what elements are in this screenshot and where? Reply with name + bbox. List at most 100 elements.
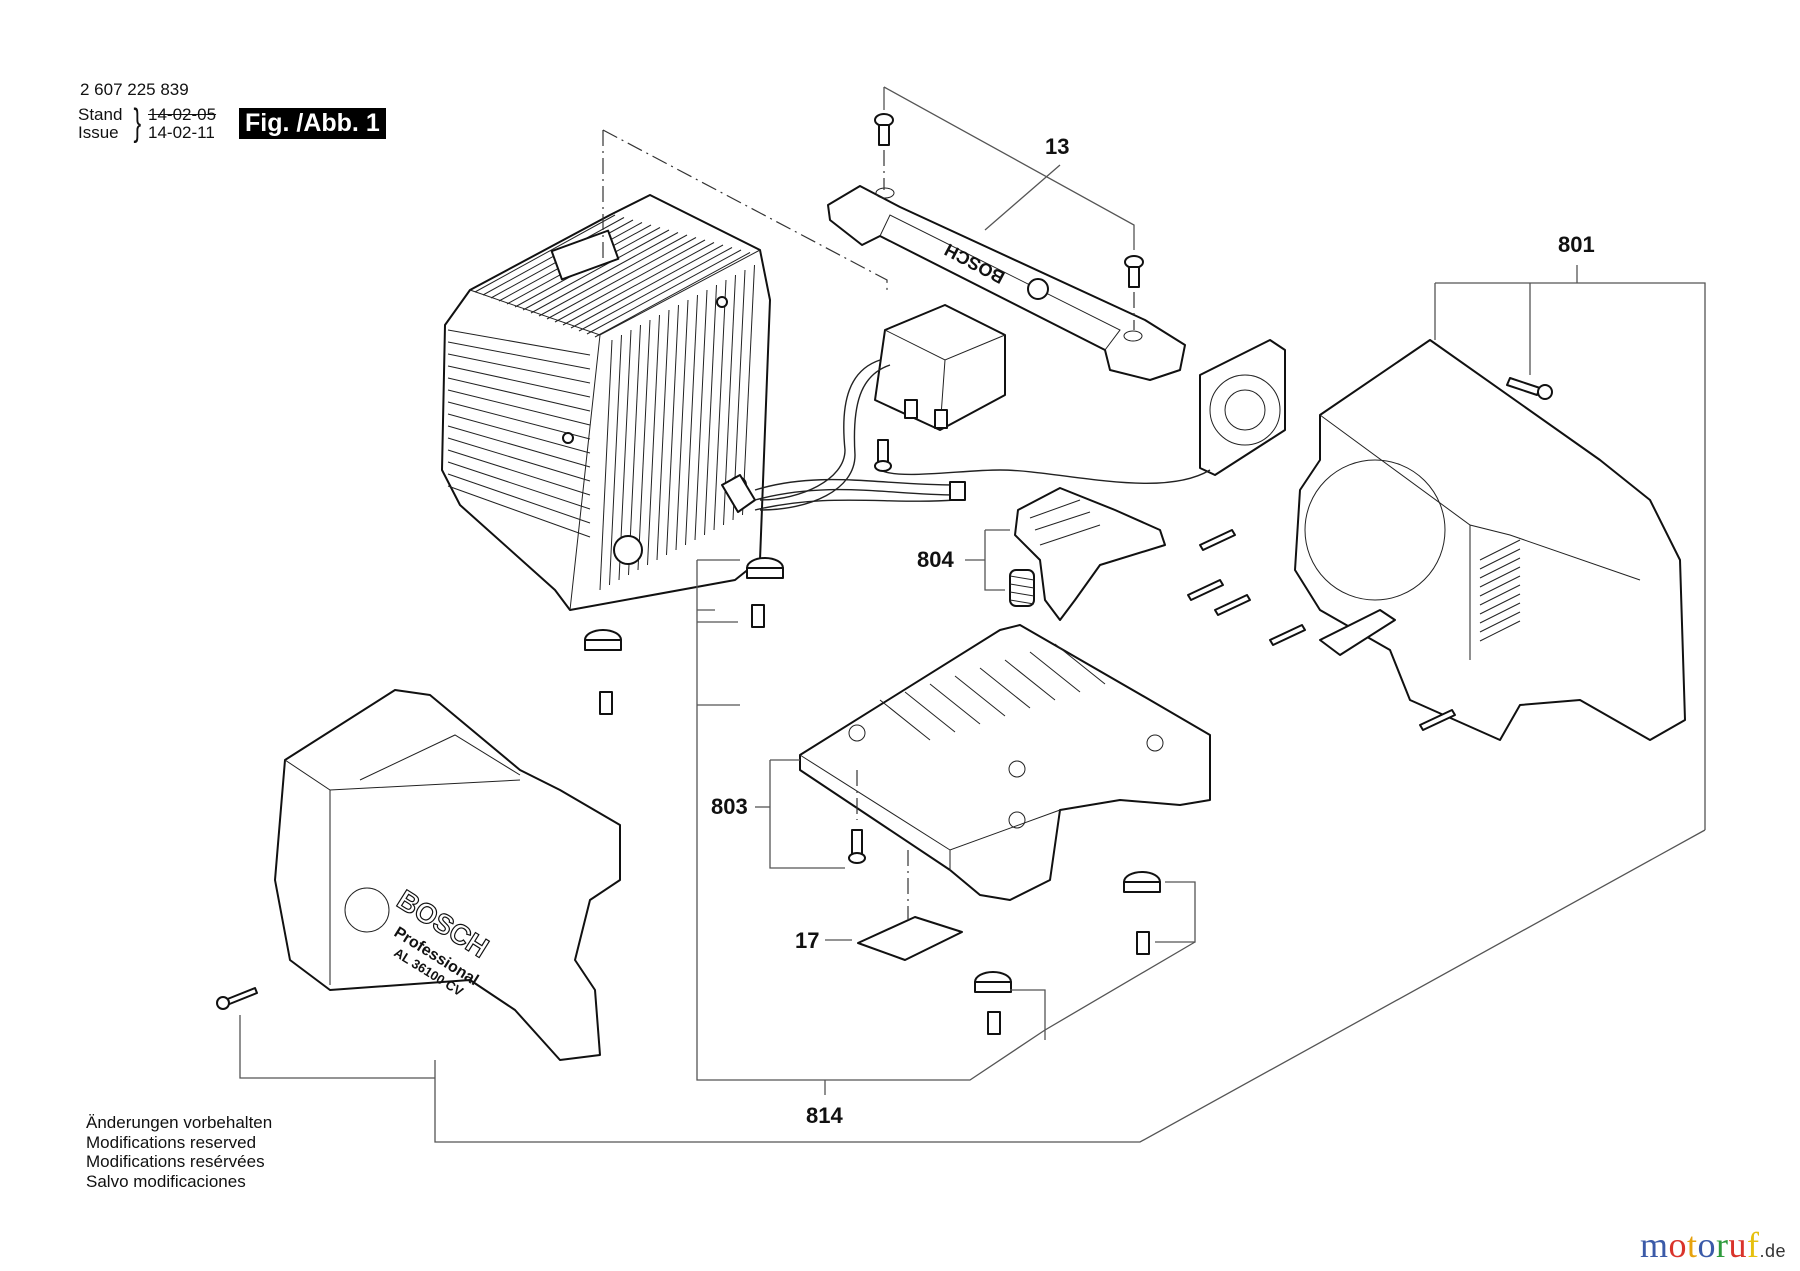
document-part-number: 2 607 225 839 bbox=[80, 80, 189, 99]
hatch-line bbox=[1479, 584, 1521, 606]
watermark-letter: m bbox=[1640, 1225, 1669, 1265]
heatsink-fins-side bbox=[447, 329, 591, 538]
watermark-tld: .de bbox=[1759, 1241, 1787, 1261]
figure-label: Fig. /Abb. 1 bbox=[239, 108, 386, 139]
hatch-line bbox=[1479, 593, 1521, 615]
watermark-letter: o bbox=[1697, 1225, 1717, 1265]
hatch-line bbox=[1479, 575, 1521, 597]
rubber-foot bbox=[584, 629, 622, 651]
hatch-line bbox=[628, 324, 641, 576]
watermark-letter: u bbox=[1728, 1225, 1748, 1265]
hatch-line bbox=[1479, 557, 1521, 579]
hatch-line bbox=[1029, 651, 1081, 693]
hatch-line bbox=[879, 699, 931, 741]
hatch-line bbox=[447, 449, 591, 496]
fan-housing-right bbox=[1294, 339, 1686, 741]
hatch-line bbox=[447, 389, 591, 426]
hatch-line bbox=[447, 329, 591, 356]
housing-screw-left bbox=[216, 987, 258, 1010]
block-screw bbox=[874, 439, 892, 472]
hatch-line bbox=[713, 279, 727, 531]
housing-vents bbox=[1479, 539, 1521, 642]
issue-label: Issue bbox=[78, 123, 119, 142]
watermark-letter: r bbox=[1716, 1225, 1729, 1265]
base-plate-ribs bbox=[879, 643, 1106, 741]
hatch-line bbox=[530, 232, 679, 314]
rubber-foot bbox=[974, 971, 1012, 993]
hatch-line bbox=[522, 229, 670, 311]
modifications-notice: Änderungen vorbehalten Modifications res… bbox=[86, 1113, 272, 1191]
rubber-foot bbox=[746, 557, 784, 579]
hatch-line bbox=[954, 675, 1006, 717]
base-plate bbox=[799, 624, 1211, 901]
hatch-line bbox=[447, 425, 591, 468]
cooling-fan bbox=[879, 339, 1286, 485]
revision-dates: 14-02-05 14-02-11 bbox=[148, 106, 216, 142]
callout-803: 803 bbox=[711, 794, 748, 819]
watermark-logo[interactable]: motoruf.de bbox=[1640, 1224, 1786, 1266]
notice-line-fr: Modifications resérvées bbox=[86, 1152, 265, 1172]
stand-date-struck: 14-02-05 bbox=[148, 105, 217, 124]
hatch-line bbox=[609, 334, 622, 586]
hatch-line bbox=[554, 239, 706, 323]
hatch-line bbox=[586, 249, 742, 335]
callout-leaders bbox=[239, 86, 1706, 1143]
hatch-line bbox=[694, 289, 708, 541]
stand-label: Stand bbox=[78, 105, 123, 124]
hatch-line bbox=[1479, 539, 1521, 561]
hatch-line bbox=[447, 413, 591, 454]
rating-label-plate bbox=[857, 916, 963, 961]
brace-icon: } bbox=[133, 102, 142, 144]
handle-screw-left bbox=[874, 113, 894, 146]
hatch-line bbox=[578, 247, 733, 332]
rubber-foot bbox=[1123, 871, 1161, 893]
housing-screw-right bbox=[1506, 377, 1553, 400]
hatch-line bbox=[570, 244, 724, 329]
hatch-line bbox=[447, 473, 591, 524]
foot-screw bbox=[987, 1011, 1001, 1035]
guide-pins bbox=[1187, 529, 1456, 731]
hatch-line bbox=[1479, 548, 1521, 570]
hatch-line bbox=[647, 314, 660, 566]
watermark-letter: f bbox=[1747, 1225, 1760, 1265]
heatsink-fins-front bbox=[599, 264, 755, 591]
hatch-line bbox=[666, 304, 679, 556]
hatch-line bbox=[447, 461, 591, 510]
front-housing-left: BOSCH Professional AL 36100 CV bbox=[274, 689, 621, 1061]
hatch-line bbox=[1004, 659, 1056, 701]
hatch-line bbox=[1479, 566, 1521, 588]
callout-814: 814 bbox=[806, 1103, 843, 1128]
callout-804: 804 bbox=[917, 547, 954, 572]
watermark-letter: o bbox=[1668, 1225, 1688, 1265]
issue-date: 14-02-11 bbox=[148, 123, 215, 142]
cable-harness bbox=[721, 474, 966, 513]
hatch-line bbox=[1054, 643, 1106, 685]
hatch-line bbox=[656, 309, 670, 561]
hatch-line bbox=[538, 234, 688, 317]
hatch-line bbox=[447, 341, 591, 370]
hatch-line bbox=[685, 294, 698, 546]
hatch-line bbox=[1479, 611, 1521, 633]
hatch-line bbox=[546, 237, 697, 320]
hatch-line bbox=[742, 264, 755, 516]
hatch-line bbox=[637, 319, 651, 571]
hatch-line bbox=[1479, 602, 1521, 624]
foot-screw bbox=[599, 691, 613, 715]
stand-issue-labels: Stand Issue bbox=[78, 106, 122, 142]
notice-line-es: Salvo modificaciones bbox=[86, 1171, 246, 1191]
callout-801: 801 bbox=[1558, 232, 1595, 257]
base-screw bbox=[848, 829, 866, 864]
notice-line-en: Modifications reserved bbox=[86, 1132, 257, 1152]
hatch-line bbox=[1479, 620, 1521, 642]
callout-17: 17 bbox=[795, 928, 820, 953]
hatch-line bbox=[447, 377, 591, 412]
hatch-line bbox=[979, 667, 1031, 709]
hatch-line bbox=[447, 437, 591, 482]
hatch-line bbox=[904, 691, 956, 733]
foot-screw bbox=[1136, 931, 1150, 955]
notice-line-de: Änderungen vorbehalten bbox=[86, 1113, 273, 1132]
compression-spring bbox=[1009, 569, 1035, 607]
hatch-line bbox=[447, 485, 591, 538]
charging-contact-block bbox=[759, 304, 1006, 511]
